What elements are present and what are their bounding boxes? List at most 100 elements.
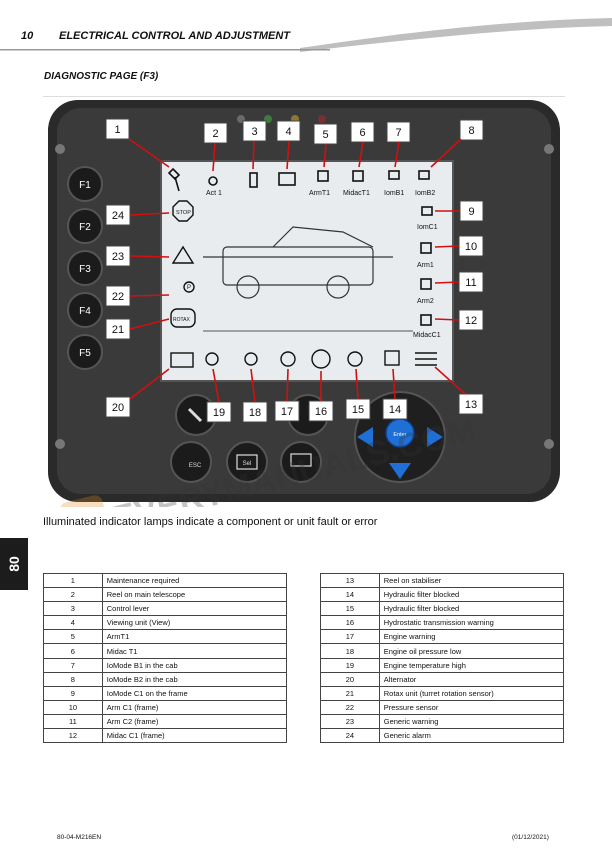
svg-text:23: 23 bbox=[112, 251, 124, 263]
stop-label: STOP bbox=[176, 210, 191, 216]
arm2-icon bbox=[420, 278, 432, 290]
svg-text:18: 18 bbox=[249, 407, 261, 419]
callout-18: 18 bbox=[242, 401, 268, 423]
engine-warning-icon bbox=[280, 351, 296, 367]
svg-text:20: 20 bbox=[112, 402, 124, 414]
callout-4: 4 bbox=[276, 120, 301, 142]
stabiliser-button-icon bbox=[290, 453, 312, 467]
chapter-tab: 80 bbox=[0, 538, 28, 590]
stabiliser-button[interactable] bbox=[280, 441, 322, 483]
esc-button[interactable]: ESC bbox=[170, 441, 212, 483]
iomb2-icon bbox=[418, 170, 430, 180]
armt1-icon bbox=[317, 170, 329, 182]
svg-text:F5: F5 bbox=[79, 348, 91, 359]
f4-key[interactable]: F4 bbox=[67, 292, 103, 328]
callout-16: 16 bbox=[308, 400, 334, 422]
iomc1-icon bbox=[421, 206, 433, 216]
svg-text:8: 8 bbox=[468, 125, 474, 137]
f5-key[interactable]: F5 bbox=[67, 334, 103, 370]
arm2-label: Arm2 bbox=[417, 298, 434, 305]
svg-text:9: 9 bbox=[468, 206, 474, 218]
callout-1: 1 bbox=[105, 118, 130, 140]
nav-down-arrow bbox=[389, 463, 411, 479]
svg-text:Enter: Enter bbox=[393, 432, 406, 438]
callout-11: 11 bbox=[458, 271, 484, 293]
midact1-icon bbox=[352, 170, 364, 182]
svg-text:2: 2 bbox=[212, 128, 218, 140]
callout-8: 8 bbox=[459, 119, 484, 141]
midacc1-label: MidacC1 bbox=[413, 332, 441, 339]
iomb1-icon bbox=[388, 170, 400, 180]
footer-doc-code: 80-04-M216EN bbox=[57, 834, 102, 841]
callout-17: 17 bbox=[274, 400, 300, 422]
f3-key[interactable]: F3 bbox=[67, 250, 103, 286]
armt1-label: ArmT1 bbox=[309, 190, 330, 197]
svg-text:5: 5 bbox=[322, 129, 328, 141]
footer-date: (01/12/2021) bbox=[512, 834, 549, 841]
lever-icon bbox=[249, 172, 258, 188]
iomb1-label: IomB1 bbox=[384, 190, 404, 197]
temperature-icon bbox=[205, 352, 219, 366]
header-swoosh bbox=[0, 18, 612, 52]
callout-9: 9 bbox=[459, 200, 484, 222]
svg-text:14: 14 bbox=[389, 404, 401, 416]
svg-text:11: 11 bbox=[465, 277, 476, 289]
callout-5: 5 bbox=[313, 123, 338, 145]
rotax-label: ROTAX bbox=[173, 317, 191, 323]
callout-13: 13 bbox=[458, 393, 484, 415]
f2-key[interactable]: F2 bbox=[67, 208, 103, 244]
svg-text:10: 10 bbox=[465, 241, 477, 253]
svg-text:13: 13 bbox=[465, 399, 477, 411]
machine-outline-icon bbox=[203, 226, 393, 299]
stop-icon bbox=[172, 200, 194, 222]
title-rule bbox=[43, 96, 565, 97]
hydrostatic-warning-icon bbox=[311, 349, 331, 369]
midacc1-icon bbox=[420, 314, 432, 326]
callout-21: 21 bbox=[105, 318, 131, 340]
navigation-pad[interactable]: Enter bbox=[354, 391, 446, 483]
caption: Illuminated indicator lamps indicate a c… bbox=[43, 516, 378, 528]
lcd-screen bbox=[160, 160, 454, 382]
f1-key[interactable]: F1 bbox=[67, 166, 103, 202]
nav-right-arrow bbox=[427, 427, 443, 447]
svg-text:22: 22 bbox=[112, 291, 124, 303]
iomc1-label: IomC1 bbox=[417, 224, 438, 231]
callout-23: 23 bbox=[105, 245, 131, 267]
arm1-icon bbox=[420, 242, 432, 254]
reel-icon bbox=[208, 176, 218, 186]
callout-2: 2 bbox=[203, 122, 228, 144]
filter-icon bbox=[347, 351, 363, 367]
stabiliser-reel-icon bbox=[415, 352, 437, 366]
callout-14: 14 bbox=[382, 398, 408, 420]
view-icon bbox=[278, 172, 296, 186]
callout-arrows bbox=[128, 138, 466, 403]
svg-text:F1: F1 bbox=[79, 180, 91, 191]
svg-text:7: 7 bbox=[395, 127, 401, 139]
pressure-label: P bbox=[187, 285, 191, 291]
sel-button[interactable]: Sel bbox=[226, 441, 268, 483]
nav-left-arrow bbox=[357, 427, 373, 447]
rotax-icon bbox=[170, 308, 196, 328]
svg-text:F3: F3 bbox=[79, 264, 91, 275]
svg-text:Sel: Sel bbox=[243, 461, 252, 467]
